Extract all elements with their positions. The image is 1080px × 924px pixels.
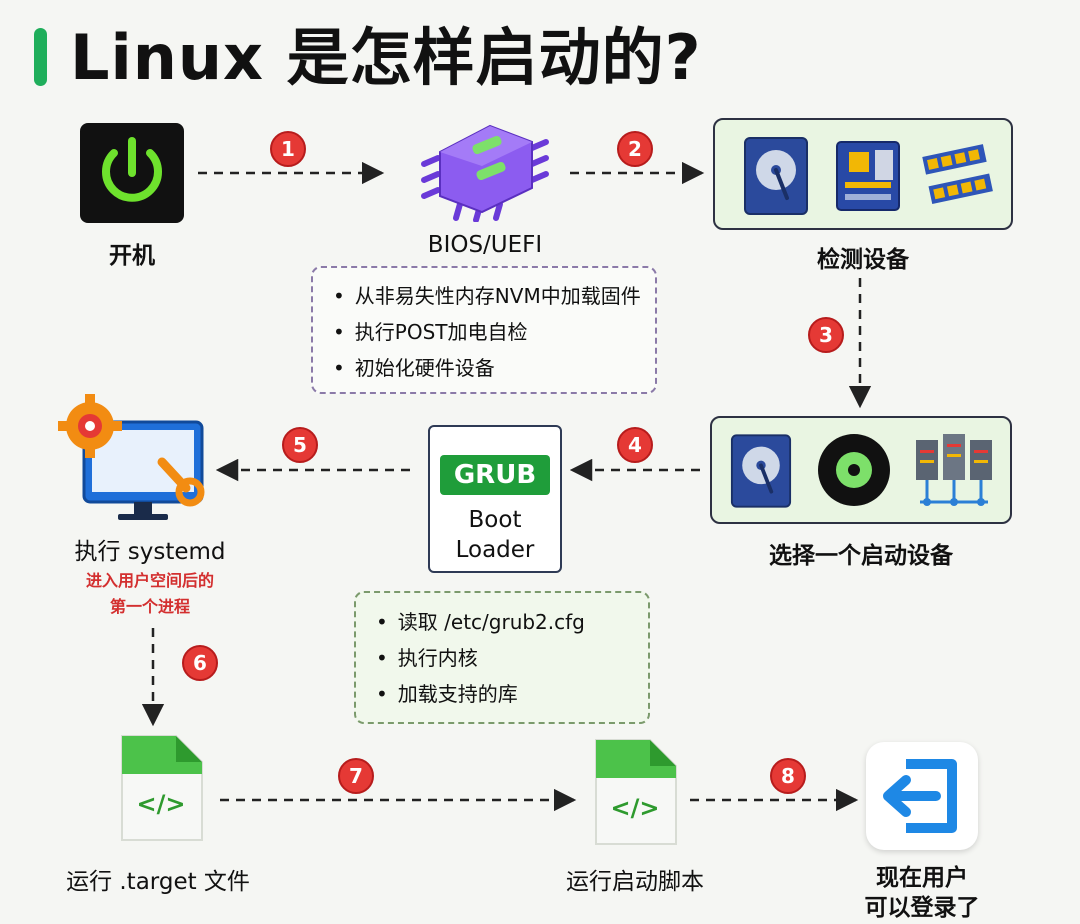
grub-notes-box: 读取 /etc/grub2.cfg 执行内核 加载支持的库 xyxy=(354,591,650,724)
target-file-label: 运行 .target 文件 xyxy=(66,869,250,895)
step-badge-3: 3 xyxy=(808,317,844,353)
grub-line-loader: Loader xyxy=(455,537,535,563)
step-badge-5: 5 xyxy=(282,427,318,463)
login-icon xyxy=(866,742,978,850)
code-file-icon: </> xyxy=(116,732,206,844)
step-badge-6: 6 xyxy=(182,645,218,681)
power-icon xyxy=(80,123,184,223)
hard-disk-icon xyxy=(744,137,808,215)
bios-note-item: 从非易失性内存NVM中加载固件 xyxy=(333,278,655,314)
code-file-icon: </> xyxy=(590,736,680,848)
step-badge-7: 7 xyxy=(338,758,374,794)
bios-notes-box: 从非易失性内存NVM中加载固件 执行POST加电自检 初始化硬件设备 xyxy=(311,266,657,394)
page-title: Linux 是怎样启动的? xyxy=(70,21,702,94)
cd-disc-icon xyxy=(818,434,890,506)
bios-label: BIOS/UEFI xyxy=(427,232,543,258)
detect-devices-panel xyxy=(713,118,1013,230)
power-on-label: 开机 xyxy=(109,243,155,269)
chip-icon xyxy=(420,118,550,223)
step-badge-8: 8 xyxy=(770,758,806,794)
network-server-icon xyxy=(916,434,992,506)
hard-disk-icon xyxy=(730,434,792,508)
grub-note-item: 加载支持的库 xyxy=(376,676,648,712)
title-accent-bar xyxy=(34,28,47,86)
motherboard-icon xyxy=(836,141,900,211)
step-badge-4: 4 xyxy=(617,427,653,463)
bios-note-item: 初始化硬件设备 xyxy=(333,350,655,386)
grub-note-item: 执行内核 xyxy=(376,640,648,676)
login-label-line2: 可以登录了 xyxy=(864,895,980,921)
select-boot-panel xyxy=(710,416,1012,524)
code-glyph: </> xyxy=(610,794,660,822)
grub-boot-loader-card: GRUB Boot Loader xyxy=(428,425,562,573)
login-label-line1: 现在用户 xyxy=(876,865,968,891)
step-badge-1: 1 xyxy=(270,131,306,167)
monitor-settings-icon xyxy=(56,392,216,522)
systemd-note-line2: 第一个进程 xyxy=(109,597,190,616)
systemd-label: 执行 systemd xyxy=(74,539,226,565)
code-glyph: </> xyxy=(136,790,186,818)
systemd-note-line1: 进入用户空间后的 xyxy=(85,571,214,590)
bios-note-item: 执行POST加电自检 xyxy=(333,314,655,350)
grub-line-boot: Boot xyxy=(468,507,522,533)
detect-devices-label: 检测设备 xyxy=(817,247,909,273)
grub-tag: GRUB xyxy=(440,455,550,495)
grub-note-item: 读取 /etc/grub2.cfg xyxy=(376,604,648,640)
startup-scripts-label: 运行启动脚本 xyxy=(566,869,704,895)
step-badge-2: 2 xyxy=(617,131,653,167)
ram-icon xyxy=(922,144,993,204)
select-boot-label: 选择一个启动设备 xyxy=(769,543,953,569)
